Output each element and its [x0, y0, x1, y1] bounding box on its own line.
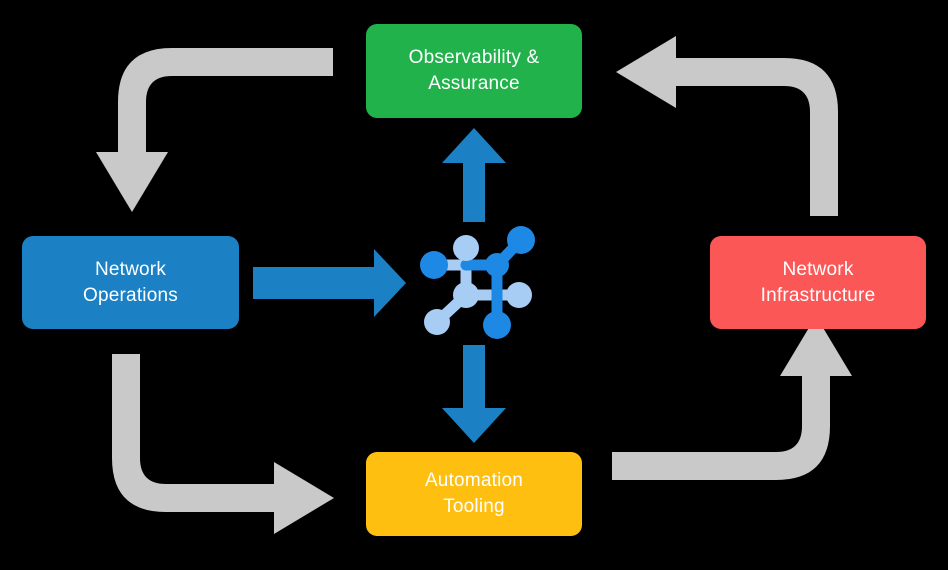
gray-arrow-operations-to-automation: [112, 354, 334, 534]
network-topology-icon: [420, 226, 535, 339]
blue-arrow-center-to-observability: [442, 128, 506, 222]
node-network-operations-label: Network Operations: [83, 258, 178, 306]
gray-arrow-observability-to-operations: [96, 48, 333, 212]
node-network-operations[interactable]: Network Operations: [22, 236, 239, 329]
node-network-infrastructure-label: Network Infrastructure: [760, 258, 876, 306]
blue-arrow-center-to-automation: [442, 345, 506, 443]
node-observability-assurance-label: Observability & Assurance: [408, 47, 540, 94]
gray-arrow-infrastructure-to-observability: [616, 36, 838, 216]
node-network-infrastructure[interactable]: Network Infrastructure: [710, 236, 926, 329]
blue-arrow-operations-to-center: [253, 249, 406, 317]
node-automation-tooling-label: Automation Tooling: [424, 470, 524, 517]
gray-arrow-automation-to-infrastructure: [612, 316, 852, 480]
node-observability-assurance[interactable]: Observability & Assurance: [366, 24, 582, 118]
node-automation-tooling[interactable]: Automation Tooling: [366, 452, 582, 536]
